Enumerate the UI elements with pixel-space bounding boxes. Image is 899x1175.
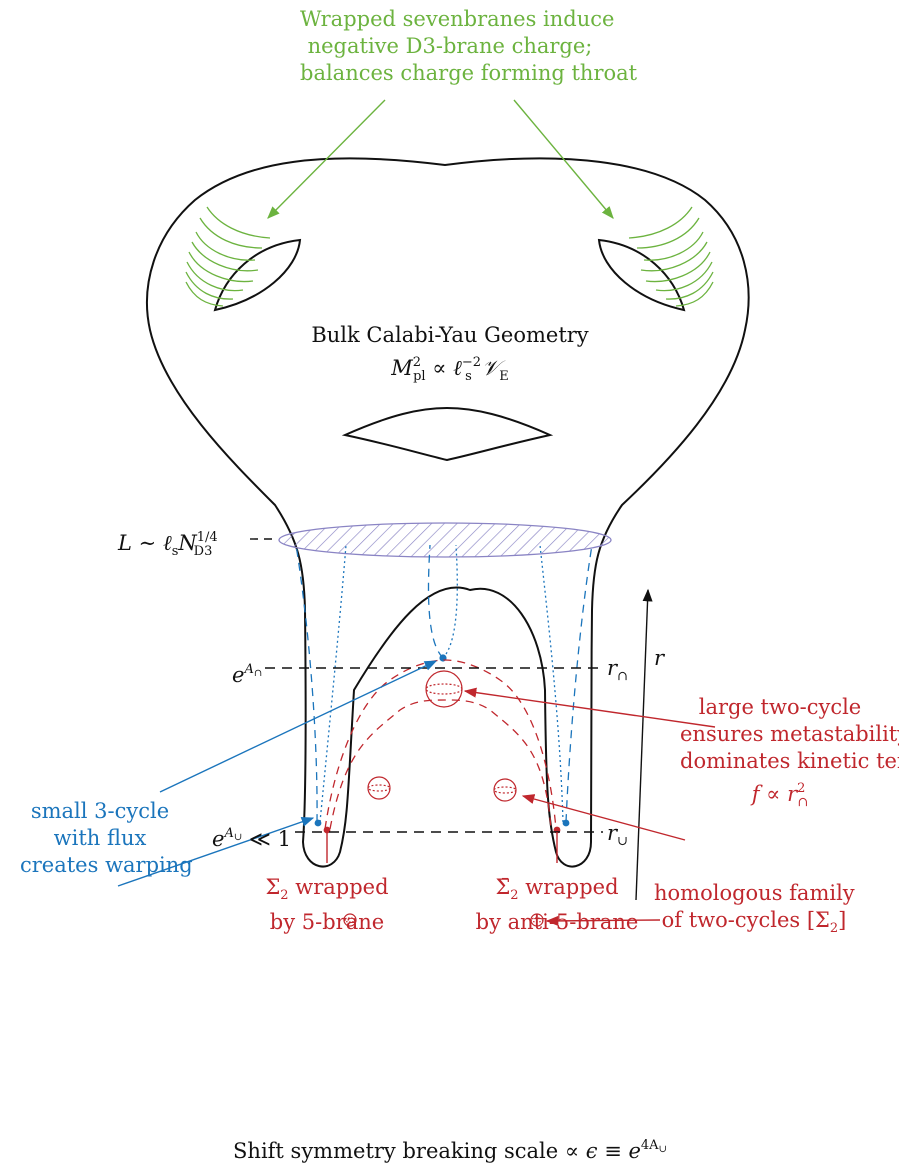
large-cycle-formula: f ∝ r2∩	[751, 781, 809, 810]
sevenbrane-arrow-right	[513, 99, 614, 219]
sigma-right-line-2: by anti-5-brane	[475, 910, 639, 934]
caption: Shift symmetry breaking scale ∝ ϵ ≡ e4A∪	[233, 1138, 667, 1163]
sigma-left-line-2: by 5-brane	[269, 910, 385, 934]
r-axis-label: r	[654, 646, 665, 670]
small-cycle-line-3: creates warping	[20, 853, 193, 877]
sevenbrane-line-1: Wrapped sevenbranes induce	[300, 7, 615, 31]
sevenbrane-line-3: balances charge forming throat	[300, 61, 638, 85]
top-warp-label: eA∩	[232, 662, 263, 687]
large-cycle-line-2: ensures metastability;	[680, 722, 899, 746]
left-sevenbranes	[185, 206, 271, 307]
bulk-outline	[146, 157, 750, 868]
homologous-line-1: homologous family	[654, 881, 855, 905]
bottom-warp-label: eA∪ ≪ 1	[212, 826, 291, 851]
large-cycle-line-3: dominates kinetic term:	[680, 749, 899, 773]
homologous-line-2: of two-cycles [Σ2]	[661, 908, 847, 936]
large-cycle-arrow	[463, 687, 716, 728]
throat-mouth-disk	[278, 522, 612, 558]
small-cycle-line-2: with flux	[53, 826, 147, 850]
sigma-left-annotation: Σ2 wrapped by 5-brane	[246, 874, 408, 936]
r-top-label: r∩	[607, 656, 628, 684]
small-cycle-arrow-bottom	[117, 816, 315, 887]
large-cycle-annotation: large two-cycle ensures metastability; d…	[680, 694, 899, 816]
r-bottom-label: r∪	[607, 821, 628, 849]
small-cycle-arrow-top	[159, 660, 438, 793]
bulk-title: Bulk Calabi-Yau Geometry	[311, 323, 589, 347]
sigma-right-annotation: Σ̄2 wrapped by anti-5-brane	[462, 874, 652, 936]
two-cycle-family	[324, 659, 557, 830]
right-sevenbranes	[628, 206, 714, 307]
r-axis	[635, 588, 653, 901]
three-cycle-dot-right	[562, 819, 570, 827]
small-cycle-line-1: small 3-cycle	[30, 799, 170, 823]
three-cycle-curves	[295, 544, 593, 823]
fivebrane-dot-left	[323, 826, 331, 834]
homologous-arrow-low	[545, 915, 661, 926]
three-cycle-dot-left	[314, 819, 322, 827]
small-cycle-annotation: small 3-cycle with flux creates warping	[20, 798, 193, 879]
large-cycle-line-1: large two-cycle	[698, 695, 862, 719]
two-cycle-spheres	[343, 670, 544, 927]
sevenbrane-annotation: Wrapped sevenbranes induce negative D3-b…	[300, 6, 638, 87]
throat-size-label: L ∼ ℓsN1/4D3	[118, 530, 218, 559]
homologous-arrow-mid	[521, 794, 686, 841]
sevenbrane-arrow-left	[267, 99, 386, 219]
sevenbrane-line-2: negative D3-brane charge;	[307, 34, 593, 58]
homologous-annotation: homologous family of two-cycles [Σ2]	[654, 880, 855, 942]
lower-lens	[341, 406, 554, 462]
